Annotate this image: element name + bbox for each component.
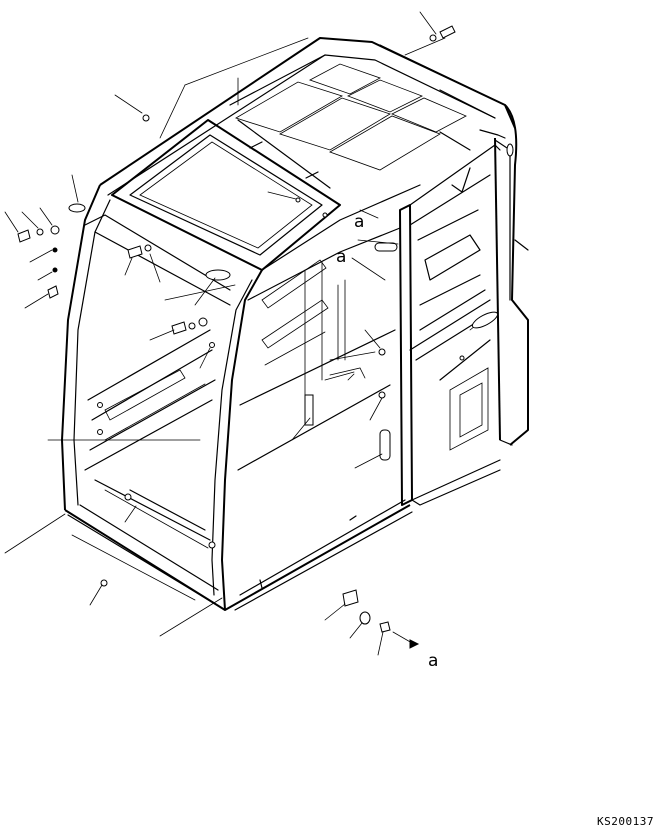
bolt-top-right [439, 25, 456, 39]
nut-interior-2 [198, 317, 208, 327]
nut-lower [379, 621, 391, 633]
washer-left-1 [36, 228, 44, 236]
washer-interior-1 [144, 244, 152, 252]
bolt-left-1 [17, 229, 31, 243]
skylight-window [111, 119, 341, 271]
bolt-lower [342, 589, 359, 607]
front-frame [61, 184, 263, 611]
cab-base [64, 504, 411, 611]
bolt-roof-left [142, 114, 150, 122]
grommet-center [205, 269, 231, 281]
arrow-lower [409, 639, 420, 649]
grommet-left [68, 203, 86, 213]
callout-label-middle: a [336, 247, 346, 267]
inner-left-wall [84, 231, 231, 549]
rear-shell [411, 104, 529, 506]
leader-lines [4, 11, 446, 656]
bolt-lower-left [100, 579, 108, 587]
washer-lower [359, 611, 371, 625]
callout-label-upper: a [354, 212, 364, 232]
drawing-code: KS200137 [597, 815, 653, 828]
washer-interior-2 [188, 322, 196, 330]
nut-left-1 [50, 225, 60, 235]
callout-label-lower: a [428, 651, 438, 671]
cab-rear-structure [234, 184, 421, 611]
bolt-interior-1 [127, 245, 143, 259]
bolt-left-2 [47, 285, 59, 299]
washer-top-right [429, 34, 437, 42]
bolt-interior-2 [171, 321, 187, 335]
loose-parts [17, 25, 456, 649]
